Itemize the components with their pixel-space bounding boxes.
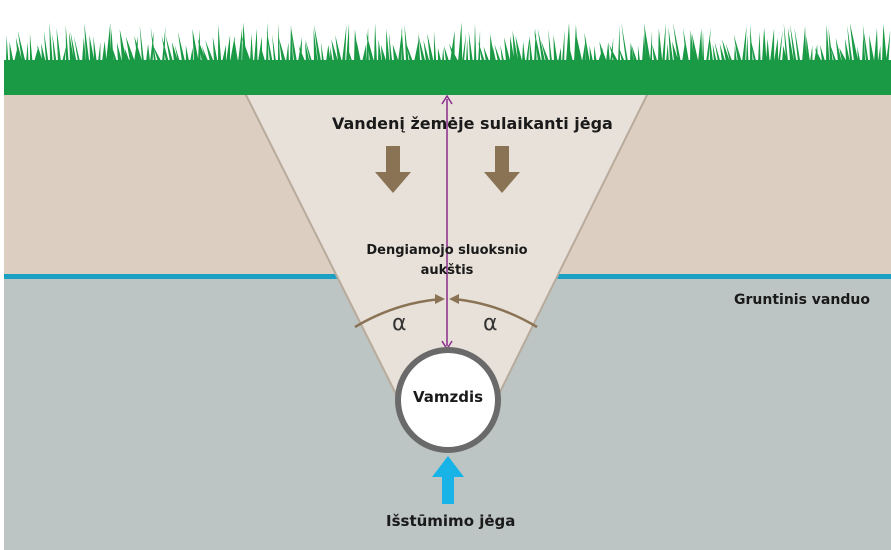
grass-surface: [4, 22, 891, 95]
angle-arrowhead-left: [435, 294, 445, 304]
buoyancy-arrow: [432, 456, 464, 504]
down-force-arrow-right: [484, 146, 520, 193]
angle-arc-left: [354, 297, 442, 329]
pipe-label: Vamzdis: [412, 388, 484, 406]
retaining-force-label: Vandenį žemėje sulaikanti jėga: [332, 114, 613, 133]
down-force-arrow-left: [375, 146, 411, 193]
cover-height-label-line2: aukštis: [420, 263, 474, 278]
angle-alpha-right-label: α: [483, 311, 498, 336]
angle-arc-right: [452, 297, 538, 329]
groundwater-label: Gruntinis vanduo: [734, 292, 870, 308]
angle-alpha-left-label: α: [392, 311, 407, 336]
pipe-circle: [395, 347, 501, 453]
cover-height-label-line1: Dengiamojo sluoksnio: [366, 243, 528, 258]
angle-arrowhead-right: [449, 294, 459, 304]
buoyancy-force-label: Išstūmimo jėga: [386, 512, 516, 530]
cover-height-arrow-top: [441, 94, 453, 105]
cover-height-label: Dengiamojo sluoksnio aukštis: [352, 241, 542, 281]
